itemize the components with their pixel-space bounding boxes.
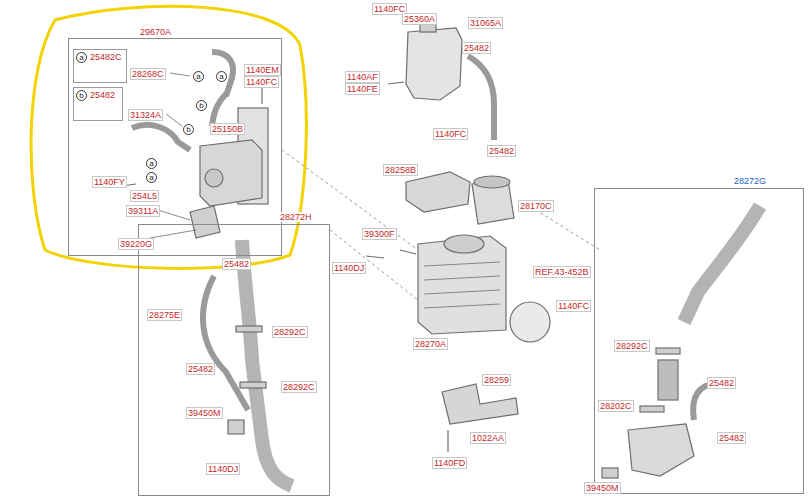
circle-letter: a <box>76 52 87 63</box>
intake-pipe <box>242 240 292 486</box>
sensor <box>602 468 618 478</box>
callout-number: 1140AF <box>345 71 380 83</box>
reservoir <box>406 28 462 100</box>
circle-letter: b <box>196 100 207 111</box>
sensor <box>228 420 244 434</box>
callout-number: 39450M <box>584 482 621 494</box>
hose-sleeve <box>658 360 678 400</box>
callout-number: 1140FC <box>556 300 591 312</box>
callout-number: 25482 <box>487 145 516 157</box>
callout-number: 28270A <box>413 338 448 350</box>
callout-number: 25482 <box>186 363 215 375</box>
circle-letter: a <box>216 71 227 82</box>
leader-line <box>150 230 196 238</box>
callout-number: 28170C <box>518 200 554 212</box>
highlight-loop <box>31 6 306 268</box>
callout-number: 1140FC <box>433 128 468 140</box>
bolt <box>400 250 416 254</box>
callout-number: 25150B <box>210 123 245 135</box>
adapter-opening <box>474 176 510 188</box>
hose <box>468 56 494 140</box>
callout-number: 39311A <box>126 205 160 217</box>
intercooler-inlet <box>444 235 484 253</box>
callout-number: 1140DJ <box>332 262 366 274</box>
circle-letter: a <box>193 71 204 82</box>
clamp <box>240 382 266 388</box>
reservoir-cap <box>420 24 436 32</box>
bolt <box>388 82 404 84</box>
callout-number: 39300F <box>362 228 397 240</box>
callout-number: 25360A <box>402 13 437 25</box>
callout-number: 1140EM <box>244 64 281 76</box>
part-number: 25482 <box>89 90 116 100</box>
callout-number: 1022AA <box>470 432 506 444</box>
callout-number: 25482 <box>707 377 736 389</box>
callout-number: 39450M <box>186 407 223 419</box>
bolt <box>261 88 262 104</box>
circle-letter: a <box>146 158 157 169</box>
legend-box: a25482C <box>73 49 127 83</box>
part-number: 25482C <box>89 52 123 62</box>
hose <box>212 94 226 126</box>
callout-number: 28268C <box>130 68 166 80</box>
callout-number: 1140FC <box>244 76 279 88</box>
group-number: 28272H <box>279 212 313 222</box>
flange <box>510 302 550 342</box>
pump-port <box>205 169 223 187</box>
outlet-housing <box>628 424 694 476</box>
callout-number: 1140FE <box>345 83 380 95</box>
water-pump <box>200 140 262 206</box>
callout-number: 25482 <box>222 258 251 270</box>
intercooler <box>418 236 506 334</box>
lower-bracket <box>442 384 518 424</box>
hose <box>693 384 716 420</box>
group-number: 29670A <box>139 27 172 37</box>
leader-line <box>170 73 190 76</box>
cover-bracket <box>406 172 470 212</box>
intake-pipe <box>684 206 760 322</box>
circle-letter: a <box>146 172 157 183</box>
legend-box: b25482 <box>73 87 123 121</box>
intercooler-fins <box>424 262 500 308</box>
clamp <box>656 348 680 354</box>
callout-number: 254L5 <box>130 190 159 202</box>
callout-number: 25482 <box>717 432 746 444</box>
callout-number: 28275E <box>147 309 182 321</box>
circle-letter: b <box>183 124 194 135</box>
callout-number: 39220G <box>118 238 154 250</box>
callout-number: 25482 <box>462 42 491 54</box>
callout-number: 31324A <box>128 109 163 121</box>
callout-number: 28258B <box>383 164 418 176</box>
circle-letter: b <box>76 90 87 101</box>
callout-number: 28292C <box>614 340 650 352</box>
group-number: 28272G <box>733 176 767 186</box>
clamp <box>236 326 262 332</box>
hose <box>132 125 190 150</box>
hose <box>212 52 233 96</box>
pump-bracket <box>190 206 220 238</box>
callout-number: 28292C <box>272 326 308 338</box>
clamp <box>640 406 664 412</box>
callout-number: 1140FY <box>92 176 127 188</box>
bolt <box>447 430 448 452</box>
bolt <box>366 256 384 258</box>
hose <box>203 276 248 410</box>
leader-line <box>166 114 182 126</box>
leader-line <box>158 210 190 220</box>
callout-number: REF.43-452B <box>533 266 591 278</box>
callout-number: 28292C <box>281 381 317 393</box>
callout-number: 1140DJ <box>206 463 240 475</box>
callout-number: 31065A <box>468 17 503 29</box>
callout-number: 28202C <box>598 400 634 412</box>
callout-number: 28259 <box>482 374 511 386</box>
callout-number: 1140FD <box>432 457 467 469</box>
